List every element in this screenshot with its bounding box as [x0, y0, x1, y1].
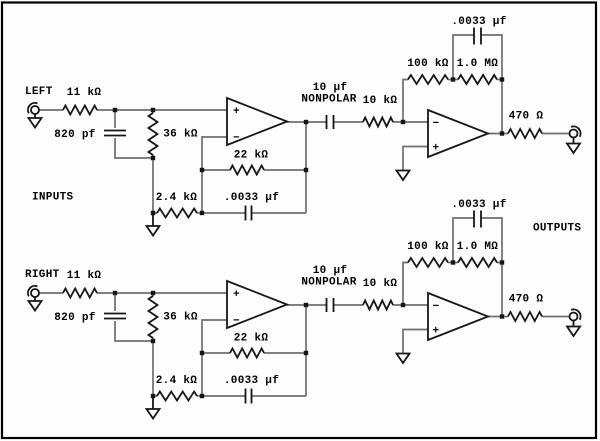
feedback-resistor-label: 22 kΩ [234, 150, 269, 162]
feedback2-capacitor-label: .0033 μf [451, 16, 506, 28]
shunt-resistor-label: 36 kΩ [163, 312, 198, 324]
opamp2-plus-sign: + [433, 325, 440, 337]
feedback-capacitor-label: .0033 μf [224, 192, 279, 204]
feedback2-resistor-a-label: 100 kΩ [407, 58, 449, 70]
ground-resistor-label: 2.4 kΩ [156, 375, 198, 387]
feedback2-capacitor-label: .0033 μf [451, 199, 506, 211]
coupling-capacitor-value: 10 μf [313, 82, 348, 94]
coupling-capacitor-type: NONPOLAR [301, 94, 356, 106]
opamp1-plus-sign: + [233, 106, 240, 118]
channel-label: RIGHT [25, 269, 60, 281]
output-resistor-label: 470 Ω [509, 294, 544, 306]
opamp1-minus-sign: − [233, 132, 240, 144]
series-resistor-label: 10 kΩ [363, 278, 398, 290]
input-capacitor-label: 820 pf [54, 312, 96, 324]
input-capacitor-label: 820 pf [54, 129, 96, 141]
feedback2-resistor-b-label: 1.0 MΩ [457, 241, 499, 253]
output-resistor-label: 470 Ω [509, 111, 544, 123]
feedback2-resistor-b-label: 1.0 MΩ [457, 58, 499, 70]
channel-right: RIGHT 11 kΩ 820 pf 36 kΩ 2.4 kΩ 22 kΩ .0… [25, 199, 582, 420]
shunt-resistor-label: 36 kΩ [163, 129, 198, 141]
opamp1-minus-sign: − [233, 315, 240, 327]
outputs-label: OUTPUTS [533, 223, 581, 235]
coupling-capacitor-value: 10 μf [313, 265, 348, 277]
coupling-capacitor-type: NONPOLAR [301, 277, 356, 289]
input-resistor-label: 11 kΩ [67, 87, 102, 99]
opamp2-minus-sign: − [433, 301, 440, 313]
input-resistor-label: 11 kΩ [67, 270, 102, 282]
channel-left: LEFT 11 kΩ 820 pf 36 kΩ 2.4 kΩ 22 kΩ .00… [25, 16, 582, 237]
opamp2-minus-sign: − [433, 118, 440, 130]
inputs-label: INPUTS [32, 192, 74, 204]
feedback-capacitor-label: .0033 μf [224, 375, 279, 387]
feedback-resistor-label: 22 kΩ [234, 333, 269, 345]
channel-label: LEFT [25, 86, 53, 98]
series-resistor-label: 10 kΩ [363, 95, 398, 107]
feedback2-resistor-a-label: 100 kΩ [407, 241, 449, 253]
opamp1-plus-sign: + [233, 289, 240, 301]
ground-resistor-label: 2.4 kΩ [156, 192, 198, 204]
opamp2-plus-sign: + [433, 142, 440, 154]
